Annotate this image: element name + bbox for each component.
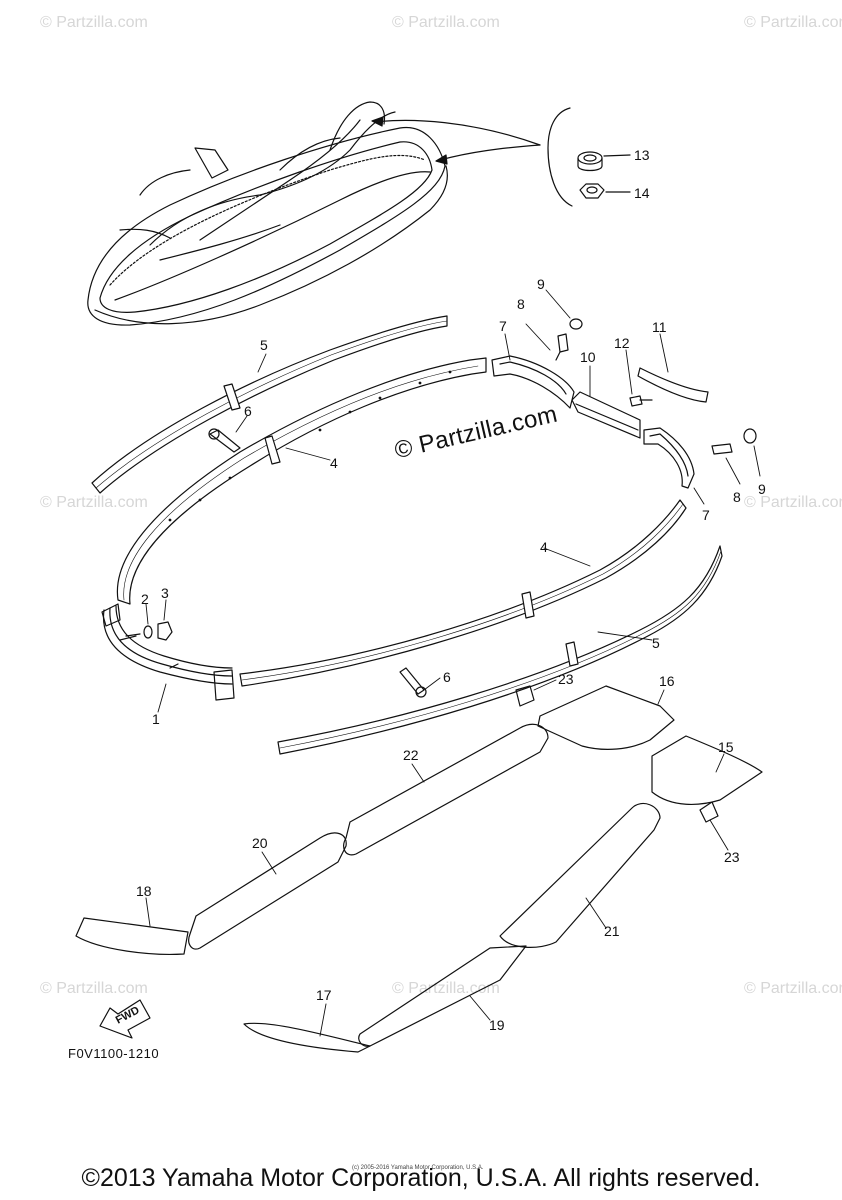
callout-label: 21 <box>604 923 620 939</box>
part-4-gunwale-upper <box>116 357 487 605</box>
callout-label: 7 <box>702 507 710 523</box>
part-14-nut <box>579 183 631 199</box>
part-6-screw <box>208 428 241 453</box>
watermark: © Partzilla.com <box>744 14 842 31</box>
callout-label: 2 <box>141 591 149 607</box>
callout-label: 14 <box>634 185 650 201</box>
part-11-strip <box>637 367 709 403</box>
part-2-washer <box>143 625 153 639</box>
part-1-bow-bumper <box>101 603 235 701</box>
mat-18 <box>75 917 189 955</box>
callout-label: 9 <box>758 481 766 497</box>
watermark: © Partzilla.com <box>744 980 842 997</box>
callout-label: 23 <box>724 849 740 865</box>
watermark: © Partzilla.com <box>392 14 500 31</box>
watermark: © Partzilla.com <box>40 980 148 997</box>
part-12-rivet <box>629 395 653 407</box>
part-3-nut <box>157 621 173 641</box>
callout-label: 16 <box>659 673 675 689</box>
callout-label: 20 <box>252 835 268 851</box>
part-5-trim-strip-upper <box>91 315 448 494</box>
part-8-rivet <box>555 333 569 361</box>
callout-label: 4 <box>540 539 548 555</box>
mat-15 <box>651 735 763 806</box>
callout-label: 1 <box>152 711 160 727</box>
callout-label: 3 <box>161 585 169 601</box>
mat-21 <box>499 803 661 948</box>
part-7-corner-left <box>491 355 575 409</box>
callout-label: 10 <box>580 349 596 365</box>
mat-17 <box>243 1022 371 1053</box>
fwd-arrow-icon <box>99 999 151 1039</box>
copyright-footer: ©2013 Yamaha Motor Corporation, U.S.A. A… <box>81 1164 761 1192</box>
mat-19 <box>358 945 527 1047</box>
callout-label: 4 <box>330 455 338 471</box>
callout-label: 23 <box>558 671 574 687</box>
mat-22 <box>343 723 549 856</box>
callout-label: 19 <box>489 1017 505 1033</box>
part-7-corner-right <box>643 427 695 489</box>
callout-label: 11 <box>652 319 667 335</box>
watermark: © Partzilla.com <box>744 494 842 511</box>
part-10-stern-bumper <box>571 391 641 439</box>
part-6-screw <box>399 667 427 698</box>
watermark: © Partzilla.com <box>40 14 148 31</box>
callout-label: 13 <box>634 147 650 163</box>
mat-23 <box>699 801 719 823</box>
mat-23 <box>515 685 535 707</box>
part-9-nut <box>743 428 757 444</box>
part-5-trim-strip-lower <box>277 545 723 755</box>
callout-label: 5 <box>652 635 660 651</box>
mat-20 <box>188 832 347 950</box>
callout-label: 7 <box>499 318 507 334</box>
callout-label: 9 <box>537 276 545 292</box>
watermark: © Partzilla.com <box>392 980 500 997</box>
callout-label: 6 <box>244 403 252 419</box>
callout-label: 15 <box>718 739 734 755</box>
figure-code: F0V1100-1210 <box>68 1046 160 1061</box>
callout-label: 6 <box>443 669 451 685</box>
part-8-rivet <box>711 443 733 455</box>
mat-16 <box>537 685 675 750</box>
callout-label: 18 <box>136 883 152 899</box>
callout-label: 8 <box>517 296 525 312</box>
part-9-nut <box>569 318 583 330</box>
part-13-grommet <box>577 151 631 172</box>
part-4-gunwale-lower <box>239 499 687 687</box>
callout-label: 22 <box>403 747 419 763</box>
callout-label: 12 <box>614 335 630 351</box>
callout-label: 5 <box>260 337 268 353</box>
watercraft-illustration <box>87 101 448 326</box>
callout-label: 8 <box>733 489 741 505</box>
watermark: © Partzilla.com <box>40 494 148 511</box>
callout-label: 17 <box>316 987 332 1003</box>
tiny-copyright: (c) 2005-2016 Yamaha Motor Corporation, … <box>352 1165 484 1171</box>
